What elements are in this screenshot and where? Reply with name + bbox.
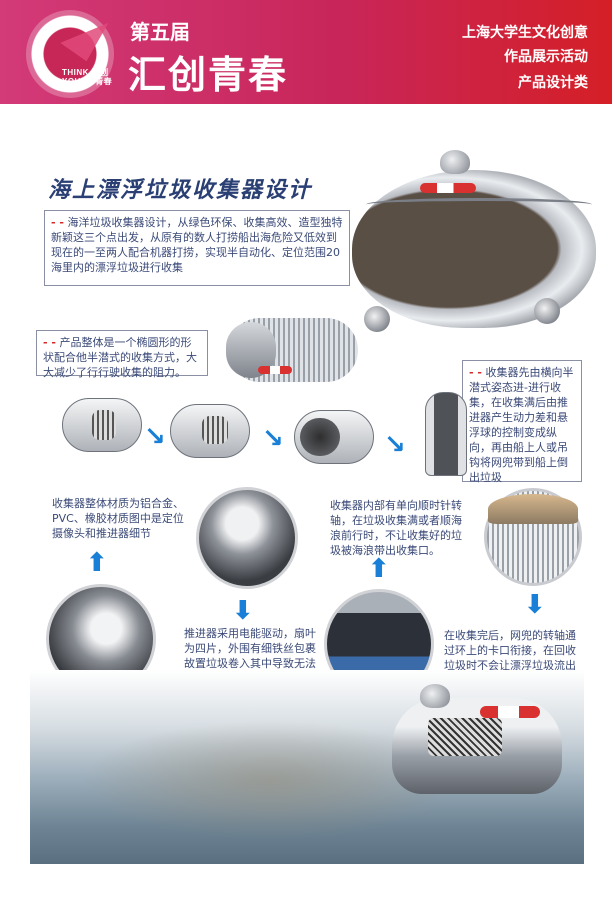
side-float-buoy: [258, 366, 292, 374]
process-note-box: - - 收集器先由横向半潜式姿态进-进行收集，在收集满后由推进器产生动力差和悬浮…: [462, 360, 582, 484]
collector-sea-grid: [428, 718, 502, 756]
up-arrow-icon: ⬆: [86, 548, 108, 578]
thruster-right-icon: [534, 298, 560, 324]
process-step-2-grid: [202, 416, 228, 444]
sea-camera-icon: [420, 684, 450, 708]
event-title: 汇创青春: [128, 53, 289, 97]
event-subtitle-line2: 作品展示活动: [504, 49, 588, 65]
shape-note-text: 产品整体是一个椭圆形的形状配合他半潜式的收集方式，大大减少了行行驶收集的阻力。: [43, 336, 197, 379]
down-arrow-icon: ⬇: [524, 590, 546, 620]
intro-text: 海洋垃圾收集器设计，从绿色环保、收集高效、造型独特新颖这三个点出发，从原有的数人…: [51, 216, 343, 274]
shape-note-box: - - 产品整体是一个椭圆形的形状配合他半潜式的收集方式，大大减少了行行驶收集的…: [36, 330, 208, 379]
process-step-1: [62, 398, 142, 452]
category-label: 产品设计类: [518, 75, 588, 91]
up-arrow-icon: ⬆: [368, 554, 390, 584]
event-subtitle-line1: 上海大学生文化创意: [462, 25, 588, 41]
page-title: 海上漂浮垃圾收集器设计: [48, 178, 313, 203]
flow-arrow-icon: ↘: [144, 422, 166, 452]
net-ring-cap: [488, 494, 578, 524]
collector-band: [366, 198, 592, 211]
process-step-1-grid: [92, 410, 116, 440]
process-note-text: 收集器先由横向半潜式姿态进-进行收集，在收集满后由推进器产生动力差和悬浮球的控制…: [469, 366, 574, 484]
flow-arrow-icon: ↘: [262, 424, 284, 454]
think-youth-logo: [26, 10, 114, 98]
process-step-3-net: [300, 418, 340, 456]
thruster-detail-circle: [196, 487, 298, 589]
collector-front-render: [352, 170, 596, 328]
edition-label: 第五届: [130, 20, 190, 44]
collector-sea-buoy: [480, 706, 540, 718]
float-buoy: [420, 183, 476, 193]
dash-marker: - -: [43, 336, 56, 349]
flow-arrow-icon: ↘: [384, 430, 406, 460]
intro-box: - - 海洋垃圾收集器设计，从绿色环保、收集高效、造型独特新颖这三个点出发，从原…: [44, 210, 350, 286]
logo-text-line1: THINK 汇创: [62, 68, 109, 77]
material-note: 收集器整体材质为铝合金、PVC、橡胶材质图中是定位摄像头和推进器细节: [52, 497, 184, 540]
thruster-left-icon: [364, 306, 390, 332]
dash-marker: - -: [51, 216, 64, 229]
down-arrow-icon: ⬇: [232, 596, 254, 626]
header-banner: THINK 汇创 YOUTH 青春 第五届 汇创青春 上海大学生文化创意 作品展…: [0, 0, 612, 104]
dash-marker: - -: [469, 366, 482, 379]
logo-text: THINK 汇创 YOUTH 青春: [62, 68, 112, 86]
camera-periscope-icon: [440, 150, 470, 174]
process-step-4-vertical: [425, 392, 467, 476]
logo-text-line2: YOUTH 青春: [62, 77, 113, 86]
oneway-shaft-note: 收集器内部有单向顺时针转轴，在垃圾收集满或者顺海浪前行时，不让收集好的垃圾被海浪…: [330, 499, 462, 557]
